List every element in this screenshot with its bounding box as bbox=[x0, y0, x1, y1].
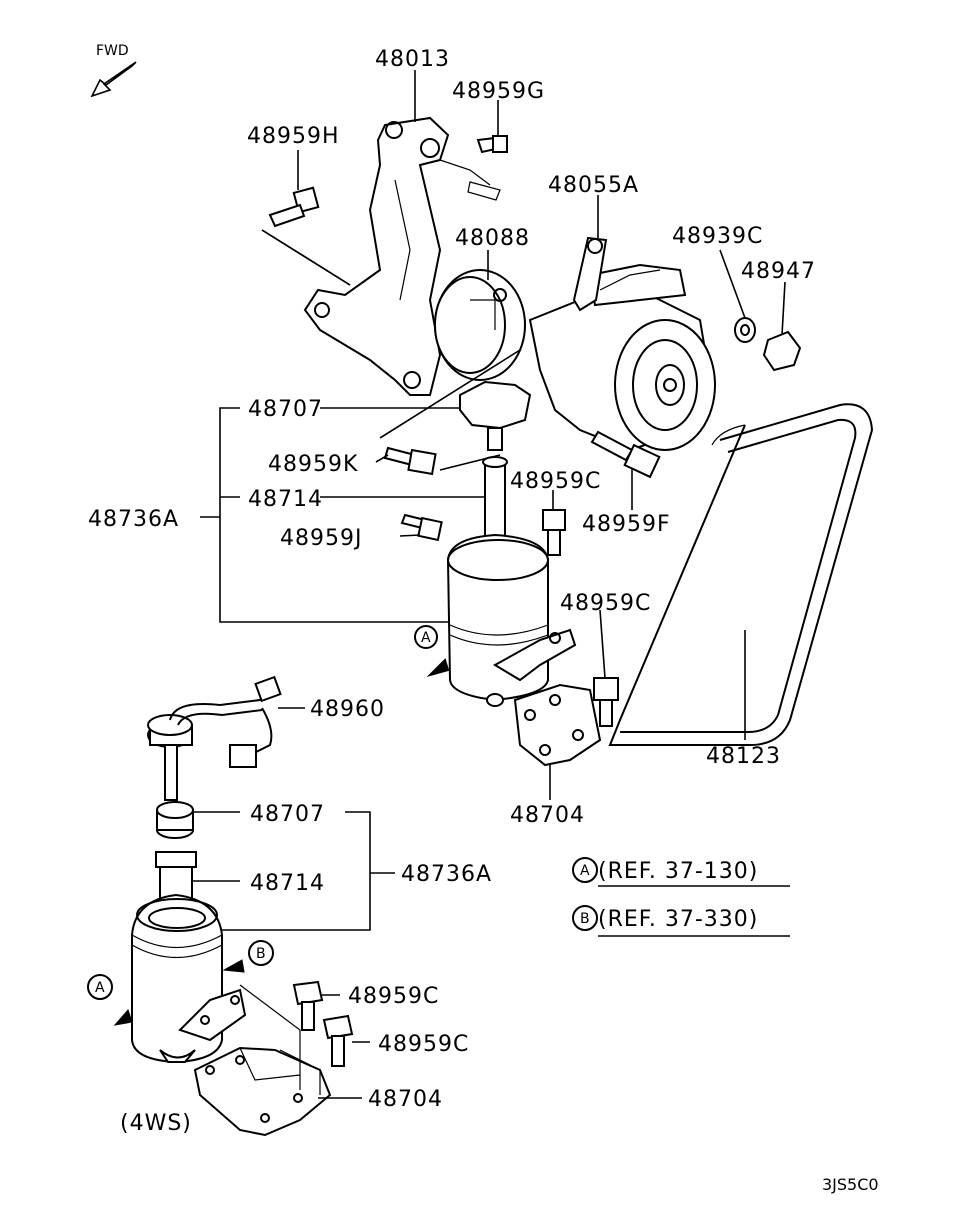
fwd-label: FWD bbox=[96, 43, 129, 59]
fwd-arrow-icon: FWD bbox=[90, 43, 137, 98]
label-48959J: 48959J bbox=[280, 526, 362, 551]
tank-cap-48707-bottom bbox=[156, 801, 194, 839]
label-48959G: 48959G bbox=[452, 79, 545, 104]
bracket-48013 bbox=[303, 116, 491, 396]
ref-a-text: (REF. 37-130) bbox=[598, 859, 758, 884]
callout-a-top: A bbox=[414, 625, 450, 677]
bracket-48055A bbox=[572, 236, 608, 312]
label-48736A-bottom: 48736A bbox=[401, 862, 492, 887]
oil-tank-bottom bbox=[131, 893, 247, 1064]
leader-lines-bottom bbox=[193, 707, 395, 1099]
bracket-48704-top bbox=[513, 683, 602, 767]
label-48960: 48960 bbox=[310, 697, 385, 722]
belt-48123 bbox=[608, 403, 874, 746]
label-48736A-top: 48736A bbox=[88, 507, 179, 532]
label-48959C-2: 48959C bbox=[560, 591, 651, 616]
label-48088: 48088 bbox=[455, 226, 530, 251]
variant-note: (4WS) bbox=[120, 1111, 192, 1136]
callout-b-bottom: B bbox=[222, 940, 274, 973]
callout-a-bottom: A bbox=[87, 974, 133, 1026]
pump-assembly bbox=[528, 263, 716, 452]
reference-notes: A (REF. 37-130) B (REF. 37-330) bbox=[572, 857, 790, 937]
label-48055A: 48055A bbox=[548, 173, 639, 198]
tank-cap-48707-top bbox=[459, 380, 532, 451]
bolt-48959C-upper bbox=[542, 509, 566, 556]
bolt-48959F bbox=[590, 430, 661, 479]
label-48959C-4: 48959C bbox=[378, 1032, 469, 1057]
label-48959C-3: 48959C bbox=[348, 984, 439, 1009]
pulley-48088 bbox=[434, 269, 526, 381]
bolt-48959J bbox=[400, 513, 443, 542]
ref-b-mark: B bbox=[580, 911, 590, 927]
label-48939C: 48939C bbox=[672, 224, 763, 249]
oil-tank-top bbox=[446, 456, 577, 707]
bolt-48959C-bottom-1 bbox=[292, 980, 324, 1031]
label-48704-bottom: 48704 bbox=[368, 1087, 443, 1112]
label-48714-top: 48714 bbox=[248, 487, 323, 512]
label-48707-top: 48707 bbox=[248, 397, 323, 422]
ref-a-mark: A bbox=[580, 863, 590, 879]
label-48959F: 48959F bbox=[582, 512, 671, 537]
bolt-48959G bbox=[467, 135, 508, 201]
label-48959K: 48959K bbox=[268, 452, 358, 477]
bolt-48959C-lower bbox=[593, 677, 619, 727]
label-48959H: 48959H bbox=[247, 124, 340, 149]
label-48714-bottom: 48714 bbox=[250, 871, 325, 896]
diagram-code: 3JS5C0 bbox=[822, 1175, 879, 1194]
washer-48939C bbox=[734, 317, 756, 343]
leader-lines-top bbox=[200, 70, 786, 800]
bolt-48959K bbox=[383, 446, 437, 476]
label-48947: 48947 bbox=[741, 259, 816, 284]
label-48704-top: 48704 bbox=[510, 803, 585, 828]
bolt-48959H bbox=[268, 186, 320, 228]
callout-b-bottom-mark: B bbox=[256, 946, 266, 962]
label-48959C-1: 48959C bbox=[510, 469, 601, 494]
hose-48960 bbox=[147, 675, 282, 801]
ref-b-text: (REF. 37-330) bbox=[598, 907, 758, 932]
callout-a-bottom-mark: A bbox=[95, 980, 105, 996]
bracket-48704-bottom bbox=[193, 1046, 332, 1137]
nut-48947 bbox=[762, 330, 802, 372]
bolt-48959C-bottom-2 bbox=[322, 1014, 354, 1067]
label-48123: 48123 bbox=[706, 744, 781, 769]
label-48013: 48013 bbox=[375, 47, 450, 72]
label-48707-bottom: 48707 bbox=[250, 802, 325, 827]
callout-a-top-mark: A bbox=[421, 630, 431, 646]
